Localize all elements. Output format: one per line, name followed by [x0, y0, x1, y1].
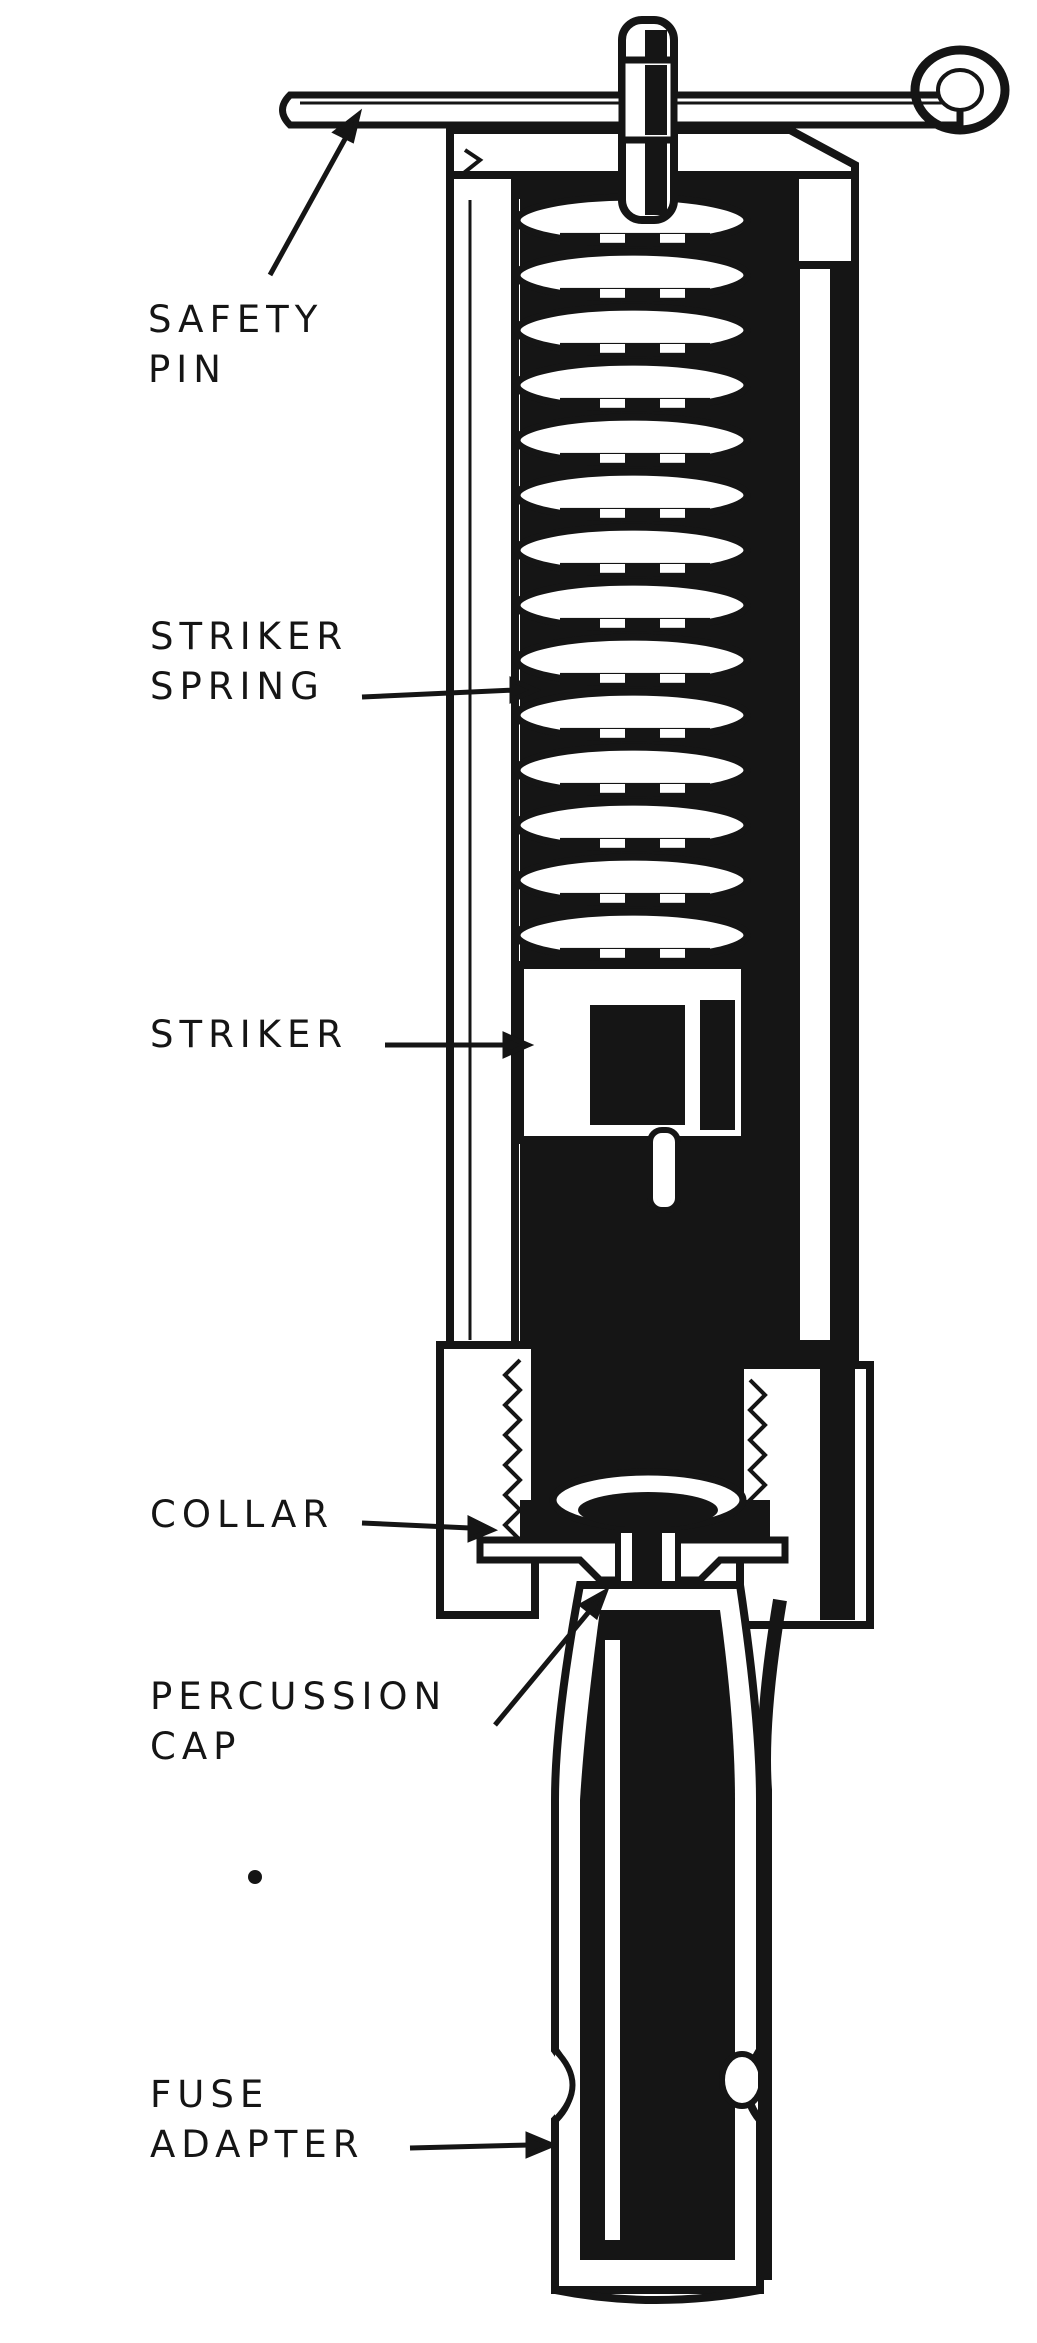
label-percussion-cap: PERCUSSION CAP: [150, 1675, 448, 1768]
spring-gap: [560, 397, 710, 410]
spring-highlight: [600, 234, 625, 243]
spring-highlight: [660, 949, 685, 958]
spring-highlight: [600, 839, 625, 848]
spring-highlight: [660, 399, 685, 408]
spring-highlight: [660, 619, 685, 628]
spring-highlight: [600, 674, 625, 683]
spring-gap: [560, 672, 710, 685]
label-safety-pin: SAFETY PIN: [148, 298, 324, 391]
spring-highlight: [660, 894, 685, 903]
collar-arrow: [361, 1514, 499, 1543]
spring-highlight: [660, 454, 685, 463]
leader-arrows: [267, 108, 610, 2159]
spring-gap: [560, 617, 710, 630]
spring-gap: [560, 947, 710, 960]
safety-pin: [279, 45, 1010, 144]
spring-highlight: [600, 399, 625, 408]
body-left-wall: [446, 171, 519, 1369]
label-striker: STRIKER: [150, 1013, 349, 1056]
spring-gap: [560, 837, 710, 850]
spring-highlight: [660, 729, 685, 738]
label-striker-spring: STRIKER SPRING: [150, 615, 349, 708]
spring-highlight: [600, 454, 625, 463]
label-fuse-adapter: FUSE ADAPTER: [150, 2073, 365, 2166]
collar: [436, 1341, 874, 1629]
spring-gap: [560, 232, 710, 245]
spring-highlight: [660, 564, 685, 573]
spring-gap: [560, 727, 710, 740]
spring-highlight: [600, 564, 625, 573]
spring-gap: [560, 452, 710, 465]
percussion-cap-arrow: [493, 1586, 610, 1727]
striker-arrow: [385, 1031, 535, 1059]
spring-highlight: [600, 509, 625, 518]
spring-gap: [560, 507, 710, 520]
spring-highlight: [600, 729, 625, 738]
spring-highlight: [660, 234, 685, 243]
spring-highlight: [600, 949, 625, 958]
spring-highlight: [600, 344, 625, 353]
fuse-adapter: [551, 1581, 787, 2304]
spring-highlight: [660, 674, 685, 683]
spring-highlight: [660, 509, 685, 518]
speck: [248, 1870, 262, 1884]
label-collar: COLLAR: [150, 1493, 335, 1536]
fuse-adapter-arrow: [409, 2131, 559, 2159]
spring-gap: [560, 342, 710, 355]
safety-pin-arrow: [267, 108, 363, 277]
spring-highlight: [600, 619, 625, 628]
spring-gap: [560, 892, 710, 905]
striker-spring-arrow: [361, 676, 542, 704]
spring-highlight: [660, 839, 685, 848]
spring-highlight: [600, 784, 625, 793]
spring-highlight: [660, 289, 685, 298]
spring-highlight: [600, 289, 625, 298]
spring-highlight: [660, 784, 685, 793]
spring-highlight: [600, 894, 625, 903]
spring-highlight: [660, 344, 685, 353]
spring-gap: [560, 562, 710, 575]
spring-gap: [560, 782, 710, 795]
striker: [516, 961, 749, 1213]
spring-gap: [560, 287, 710, 300]
striker-spring: [513, 193, 751, 962]
